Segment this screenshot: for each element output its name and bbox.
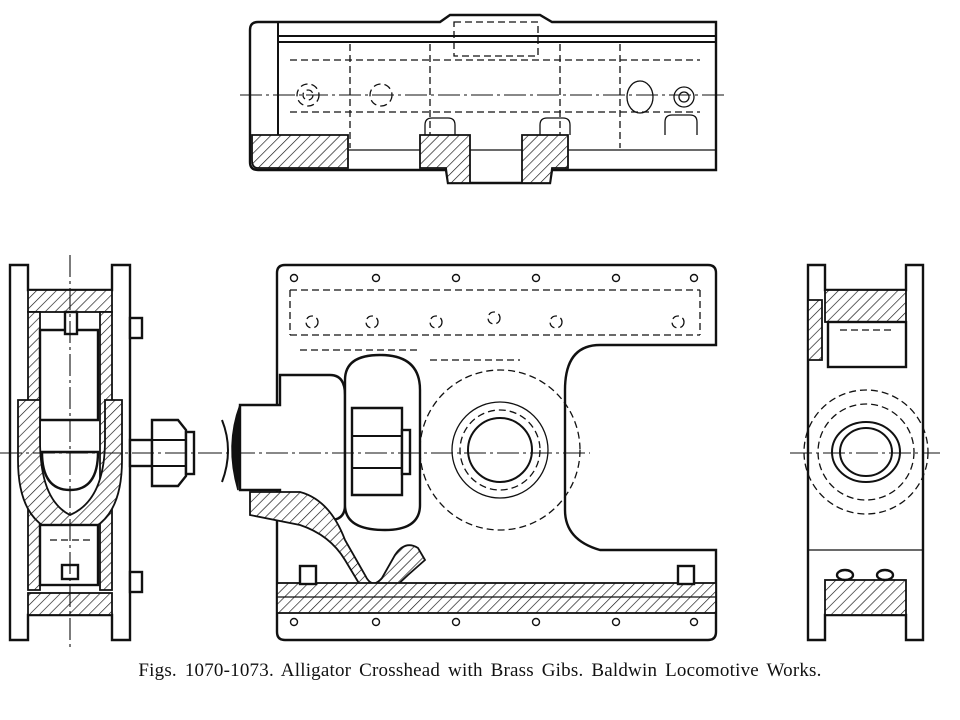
figure-caption: Figs. 1070-1073. Alligator Crosshead wit…	[138, 660, 822, 681]
right-end-view	[790, 263, 940, 642]
left-end-view	[0, 255, 210, 650]
top-plan-view	[240, 13, 725, 185]
side-elevation-view	[200, 263, 718, 642]
